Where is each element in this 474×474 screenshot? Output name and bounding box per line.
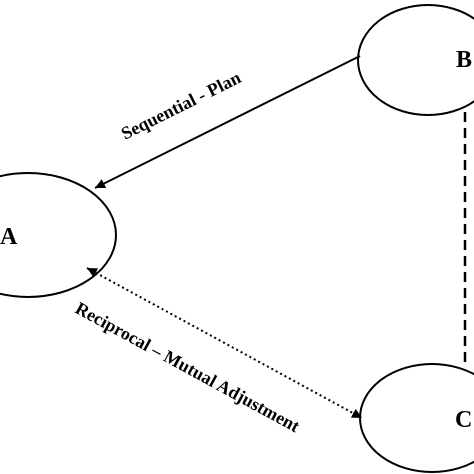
sequential-arrow — [94, 55, 361, 189]
node-b-ellipse — [357, 4, 474, 116]
node-c-label: C — [455, 407, 472, 433]
node-a-label: A — [0, 224, 18, 250]
node-b-label: B — [456, 47, 472, 73]
node-b: B — [357, 4, 474, 116]
sequential-label: Sequential - Plan — [118, 67, 244, 143]
node-a: A — [0, 172, 117, 298]
node-c: C — [359, 363, 474, 473]
reciprocal-arrow — [86, 267, 363, 419]
node-a-ellipse — [0, 172, 117, 298]
